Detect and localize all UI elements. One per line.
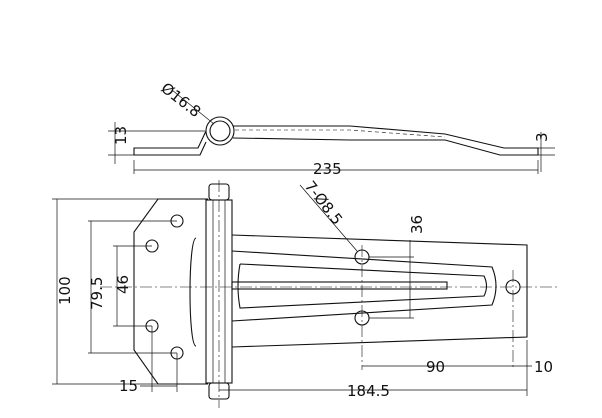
dim-holes: 7-Ø8.5 (301, 177, 346, 228)
leaf-rib-outer (231, 250, 497, 322)
dim-pin-diameter: Ø16.8 (158, 79, 205, 121)
dim-side-height: 13 (112, 126, 130, 145)
side-view: 13 3 235 Ø16.8 (108, 79, 555, 178)
right-leaf-inner-rib (189, 237, 197, 347)
pin-barrel-inner (209, 120, 231, 142)
center-slot (231, 281, 448, 290)
dim-leaf-thickness: 3 (533, 132, 551, 142)
left-plate (133, 198, 208, 385)
dim-slot-offset: 36 (408, 215, 426, 234)
dim-hole-pitch-inner: 46 (114, 275, 132, 294)
dim-overall-length: 235 (313, 160, 342, 178)
dim-hole-pitch-outer: 79.5 (88, 277, 106, 310)
dim-end-offset: 10 (534, 358, 553, 376)
dim-overall-height: 100 (56, 276, 74, 305)
side-right-leaf (232, 125, 539, 156)
right-leaf (231, 234, 528, 348)
dim-hole-spacing: 90 (426, 358, 445, 376)
dim-edge-offset: 15 (119, 377, 138, 395)
front-view: 100 79.5 46 15 184.5 90 10 36 7-Ø8.5 (52, 177, 560, 408)
dim-leaf-length: 184.5 (347, 382, 390, 400)
leaf-rib-inner (237, 263, 488, 309)
side-leaf-hidden-line (235, 129, 446, 138)
side-left-leaf (133, 130, 207, 156)
